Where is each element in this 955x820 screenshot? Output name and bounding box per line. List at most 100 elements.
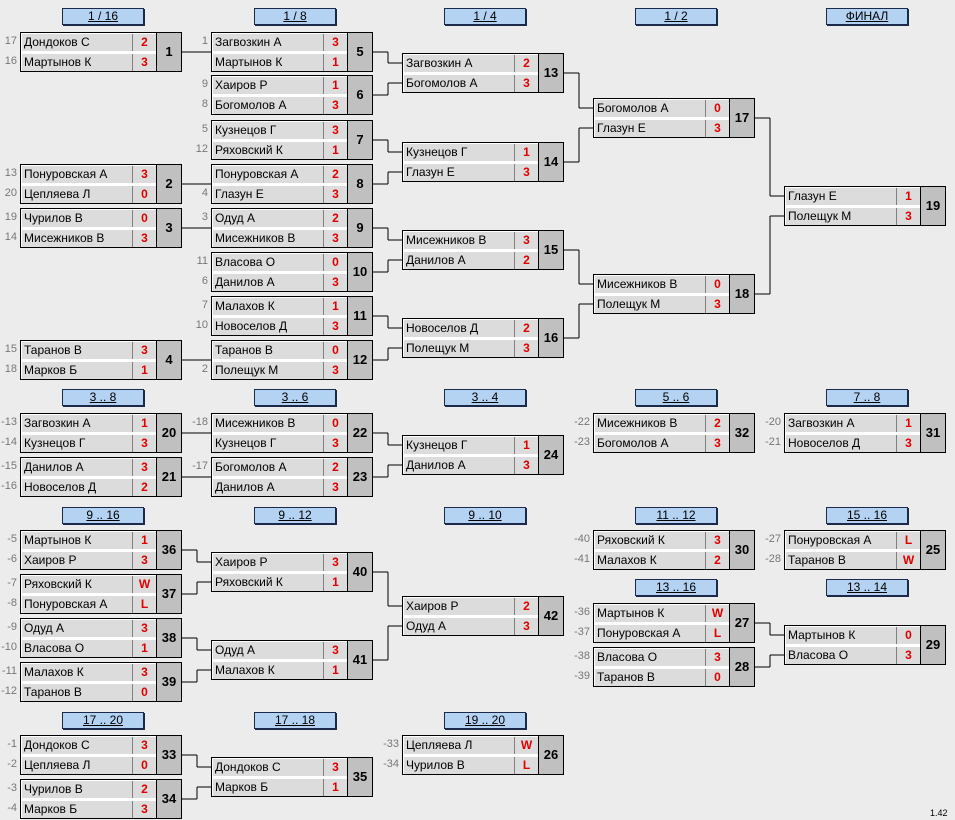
player-row[interactable]: Новоселов Д3 [213,318,347,335]
player-row[interactable]: Богомолов А2 [213,459,347,476]
player-row[interactable]: Полещук М3 [595,296,729,313]
player-row[interactable]: Чурилов ВL [404,757,538,774]
player-row[interactable]: Кузнецов Г1 [404,437,538,454]
player-row[interactable]: Данилов А2 [404,252,538,269]
player-row[interactable]: Полещук М3 [213,362,347,379]
player-row[interactable]: Цепляева Л0 [22,757,156,774]
match-10[interactable]: Власова О0Данилов А310 [211,252,373,292]
match-35[interactable]: Дондоков С3Марков Б135 [211,757,373,797]
player-row[interactable]: Богомолов А0 [595,100,729,117]
player-row[interactable]: Данилов А3 [22,459,156,476]
player-row[interactable]: Власова О0 [213,254,347,271]
player-row[interactable]: Кузнецов Г3 [213,122,347,139]
match-4[interactable]: Таранов В3Марков Б14 [20,340,182,380]
player-row[interactable]: Глазун Е3 [213,186,347,203]
player-row[interactable]: Одуд А3 [22,620,156,637]
match-19[interactable]: Глазун Е1Полещук М319 [784,186,946,226]
match-28[interactable]: Власова О3Таранов В028 [593,647,755,687]
match-24[interactable]: Кузнецов Г1Данилов А324 [402,435,564,475]
match-11[interactable]: Малахов К1Новоселов Д311 [211,296,373,336]
match-36[interactable]: Мартынов К1Хаиров Р336 [20,530,182,570]
match-27[interactable]: Мартынов КWПонуровская АL27 [593,603,755,643]
player-row[interactable]: Понуровская А3 [22,166,156,183]
match-3[interactable]: Чурилов В0Мисежников В33 [20,208,182,248]
player-row[interactable]: Загвозкин А2 [404,55,538,72]
match-42[interactable]: Хаиров Р2Одуд А342 [402,596,564,636]
player-row[interactable]: Мисежников В0 [595,276,729,293]
player-row[interactable]: Богомолов А3 [595,435,729,452]
match-14[interactable]: Кузнецов Г1Глазун Е314 [402,142,564,182]
player-row[interactable]: Ряховский К3 [595,532,729,549]
player-row[interactable]: Мисежников В3 [213,230,347,247]
player-row[interactable]: Цепляева Л0 [22,186,156,203]
match-26[interactable]: Цепляева ЛWЧурилов ВL26 [402,735,564,775]
match-7[interactable]: Кузнецов Г3Ряховский К17 [211,120,373,160]
player-row[interactable]: Данилов А3 [213,479,347,496]
match-12[interactable]: Таранов В0Полещук М312 [211,340,373,380]
match-21[interactable]: Данилов А3Новоселов Д221 [20,457,182,497]
player-row[interactable]: Дондоков С2 [22,34,156,51]
match-1[interactable]: Дондоков С2Мартынов К31 [20,32,182,72]
match-34[interactable]: Чурилов В2Марков Б334 [20,779,182,819]
match-2[interactable]: Понуровская А3Цепляева Л02 [20,164,182,204]
player-row[interactable]: Мисежников В3 [404,232,538,249]
player-row[interactable]: Загвозкин А3 [213,34,347,51]
player-row[interactable]: Мартынов К1 [22,532,156,549]
player-row[interactable]: Полещук М3 [786,208,920,225]
player-row[interactable]: Марков Б3 [22,801,156,818]
match-6[interactable]: Хаиров Р1Богомолов А36 [211,75,373,115]
match-31[interactable]: Загвозкин А1Новоселов Д331 [784,413,946,453]
player-row[interactable]: Таранов В3 [22,342,156,359]
player-row[interactable]: Загвозкин А1 [22,415,156,432]
player-row[interactable]: Ряховский К1 [213,142,347,159]
player-row[interactable]: Полещук М3 [404,340,538,357]
player-row[interactable]: Понуровская АL [595,625,729,642]
match-23[interactable]: Богомолов А2Данилов А323 [211,457,373,497]
player-row[interactable]: Таранов ВW [786,552,920,569]
player-row[interactable]: Богомолов А3 [404,75,538,92]
match-8[interactable]: Понуровская А2Глазун Е38 [211,164,373,204]
match-37[interactable]: Ряховский КWПонуровская АL37 [20,574,182,614]
match-29[interactable]: Мартынов К0Власова О329 [784,625,946,665]
player-row[interactable]: Малахов К3 [22,664,156,681]
player-row[interactable]: Мартынов КW [595,605,729,622]
match-18[interactable]: Мисежников В0Полещук М318 [593,274,755,314]
match-13[interactable]: Загвозкин А2Богомолов А313 [402,53,564,93]
player-row[interactable]: Малахов К2 [595,552,729,569]
match-20[interactable]: Загвозкин А1Кузнецов Г320 [20,413,182,453]
player-row[interactable]: Малахов К1 [213,662,347,679]
match-9[interactable]: Одуд А2Мисежников В39 [211,208,373,248]
player-row[interactable]: Кузнецов Г1 [404,144,538,161]
player-row[interactable]: Кузнецов Г3 [213,435,347,452]
match-15[interactable]: Мисежников В3Данилов А215 [402,230,564,270]
match-38[interactable]: Одуд А3Власова О138 [20,618,182,658]
player-row[interactable]: Богомолов А3 [213,97,347,114]
player-row[interactable]: Ряховский КW [22,576,156,593]
match-17[interactable]: Богомолов А0Глазун Е317 [593,98,755,138]
match-25[interactable]: Понуровская АLТаранов ВW25 [784,530,946,570]
player-row[interactable]: Одуд А2 [213,210,347,227]
player-row[interactable]: Мисежников В2 [595,415,729,432]
player-row[interactable]: Новоселов Д2 [404,320,538,337]
player-row[interactable]: Чурилов В0 [22,210,156,227]
player-row[interactable]: Таранов В0 [213,342,347,359]
match-30[interactable]: Ряховский К3Малахов К230 [593,530,755,570]
match-39[interactable]: Малахов К3Таранов В039 [20,662,182,702]
player-row[interactable]: Загвозкин А1 [786,415,920,432]
player-row[interactable]: Мисежников В0 [213,415,347,432]
match-40[interactable]: Хаиров Р3Ряховский К140 [211,552,373,592]
player-row[interactable]: Хаиров Р1 [213,77,347,94]
match-16[interactable]: Новоселов Д2Полещук М316 [402,318,564,358]
match-22[interactable]: Мисежников В0Кузнецов Г322 [211,413,373,453]
match-33[interactable]: Дондоков С3Цепляева Л033 [20,735,182,775]
player-row[interactable]: Данилов А3 [404,457,538,474]
player-row[interactable]: Мартынов К1 [213,54,347,71]
player-row[interactable]: Малахов К1 [213,298,347,315]
player-row[interactable]: Хаиров Р3 [213,554,347,571]
player-row[interactable]: Таранов В0 [22,684,156,701]
player-row[interactable]: Понуровская АL [786,532,920,549]
player-row[interactable]: Новоселов Д2 [22,479,156,496]
match-5[interactable]: Загвозкин А3Мартынов К15 [211,32,373,72]
player-row[interactable]: Марков Б1 [22,362,156,379]
player-row[interactable]: Данилов А3 [213,274,347,291]
